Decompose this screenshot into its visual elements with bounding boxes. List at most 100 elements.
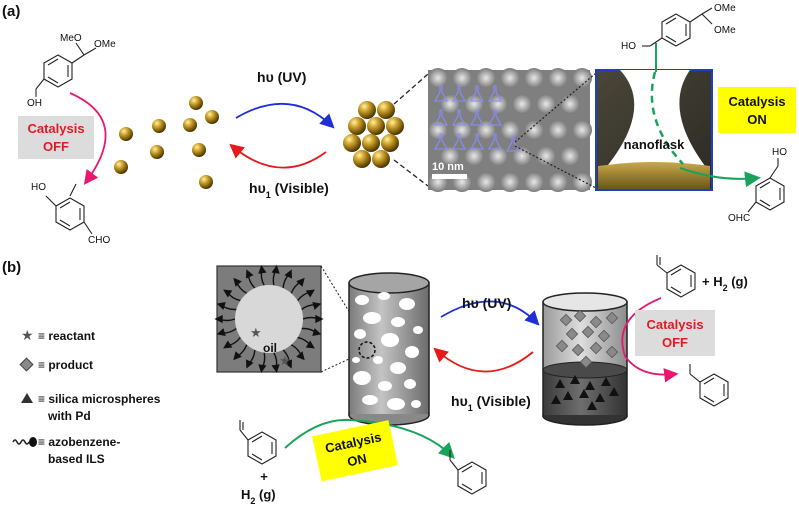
pd-triangle xyxy=(601,377,611,386)
ils-head xyxy=(216,328,226,337)
ils-head xyxy=(246,359,254,369)
nanoparticle xyxy=(114,160,128,174)
scale-bar xyxy=(432,174,467,179)
product-diamond xyxy=(597,329,611,343)
ils-head xyxy=(258,364,267,374)
product-diamond xyxy=(571,343,585,357)
ils-head xyxy=(246,269,254,279)
pd-triangle xyxy=(587,401,597,410)
pd-triangle xyxy=(595,393,605,402)
product-diamond xyxy=(605,345,619,359)
product-diamond xyxy=(589,341,603,355)
tem-spot xyxy=(572,120,592,140)
tem-spot xyxy=(464,146,484,166)
h2-top: + H2 (g) xyxy=(702,274,748,293)
oil-label: oil xyxy=(263,341,277,355)
panel-a-label: (a) xyxy=(2,3,20,20)
emulsion-droplet xyxy=(363,312,381,324)
pd-triangle xyxy=(579,389,589,398)
nanoparticle xyxy=(119,127,133,141)
aldehyde-product-structure xyxy=(45,183,93,235)
flask-outline xyxy=(452,133,466,150)
highlighted-droplet xyxy=(358,341,376,359)
catalysis-off-box xyxy=(18,116,94,159)
product-diamond xyxy=(579,355,593,369)
ils-head xyxy=(214,314,223,324)
tem-spot xyxy=(572,172,592,192)
ho-label-product-right: HO xyxy=(772,147,787,158)
cho-label: CHO xyxy=(88,235,110,246)
emulsion-cylinder xyxy=(348,272,430,426)
ome-label-right-2: OMe xyxy=(714,25,736,36)
nanoparticle xyxy=(152,119,166,133)
tem-spot xyxy=(524,68,544,88)
nanoparticle xyxy=(199,175,213,189)
tem-spot xyxy=(524,120,544,140)
catalysis-on-box xyxy=(718,87,796,133)
tem-spot xyxy=(476,68,496,88)
legend-silica-line1: ≡ silica microspheres xyxy=(38,392,161,406)
pd-triangle xyxy=(551,395,561,404)
tem-spot xyxy=(428,68,448,88)
product-diamond xyxy=(589,315,603,329)
oh-label: OH xyxy=(27,98,42,109)
tem-spot xyxy=(500,68,520,88)
flask-outline xyxy=(434,133,448,150)
flask-outline xyxy=(434,109,448,126)
product-diamond xyxy=(573,309,587,323)
ils-head xyxy=(312,328,322,337)
tem-spot xyxy=(452,120,472,140)
tem-spot xyxy=(572,68,592,88)
emulsion-droplet xyxy=(362,395,378,405)
catalysis-off-line2: OFF xyxy=(43,139,69,154)
ohc-label: OHC xyxy=(728,213,750,224)
tem-spot xyxy=(428,120,448,140)
ils-head xyxy=(305,340,315,349)
panel-b-label: (b) xyxy=(2,259,21,276)
ho-label-right: HO xyxy=(621,41,636,52)
tem-spot xyxy=(560,146,580,166)
styrene-structure-bottom xyxy=(239,420,277,465)
tem-spot xyxy=(440,94,460,114)
ome-label-right-1: OMe xyxy=(714,3,736,14)
legend-ils-line2: based ILS xyxy=(48,452,105,466)
ils-head xyxy=(233,277,242,287)
catalysis-off-box-b xyxy=(635,310,715,356)
reactant-star: ★ xyxy=(250,325,262,340)
h2-bottom: H2 (g) xyxy=(241,487,276,506)
emulsion-droplet xyxy=(378,292,390,300)
ils-head xyxy=(258,264,267,274)
ho-label: HO xyxy=(31,182,46,193)
tem-spot xyxy=(440,146,460,166)
legend-silica-line2: with Pd xyxy=(47,409,91,423)
ils-head xyxy=(305,289,315,298)
tem-spot xyxy=(500,120,520,140)
oil-droplet-inset: ★ ★ xyxy=(214,264,324,374)
emulsion-droplet xyxy=(378,381,392,391)
star-icon: ★ xyxy=(21,327,34,343)
azobenzene-ils-icon xyxy=(12,439,30,445)
acetal-substrate-structure-right xyxy=(642,7,713,47)
legend-ils-line1: ≡ azobenzene- xyxy=(38,435,120,449)
legend-product: ≡ product xyxy=(38,358,93,372)
pd-triangle xyxy=(585,381,595,390)
catalysis-on-b-line2: ON xyxy=(346,451,368,470)
tem-spot xyxy=(536,146,556,166)
product-diamond xyxy=(581,325,595,339)
visible-arrow-a xyxy=(229,143,327,169)
tem-spot xyxy=(548,172,568,192)
ils-head xyxy=(296,351,305,361)
legend-reactant: ≡ reactant xyxy=(38,329,95,343)
tem-spot xyxy=(560,94,580,114)
flask-outline xyxy=(506,135,520,152)
emulsion-droplet xyxy=(353,371,371,385)
zoom-line xyxy=(514,72,597,143)
dispersed-nanoparticles xyxy=(114,96,219,189)
catalysis-on-box-b: Catalysis ON xyxy=(312,420,398,482)
emulsion-droplet xyxy=(390,362,406,374)
ils-head xyxy=(271,264,280,274)
green-arrow-b xyxy=(284,418,455,459)
tem-spot xyxy=(512,94,532,114)
styrene-structure-top xyxy=(656,255,696,298)
